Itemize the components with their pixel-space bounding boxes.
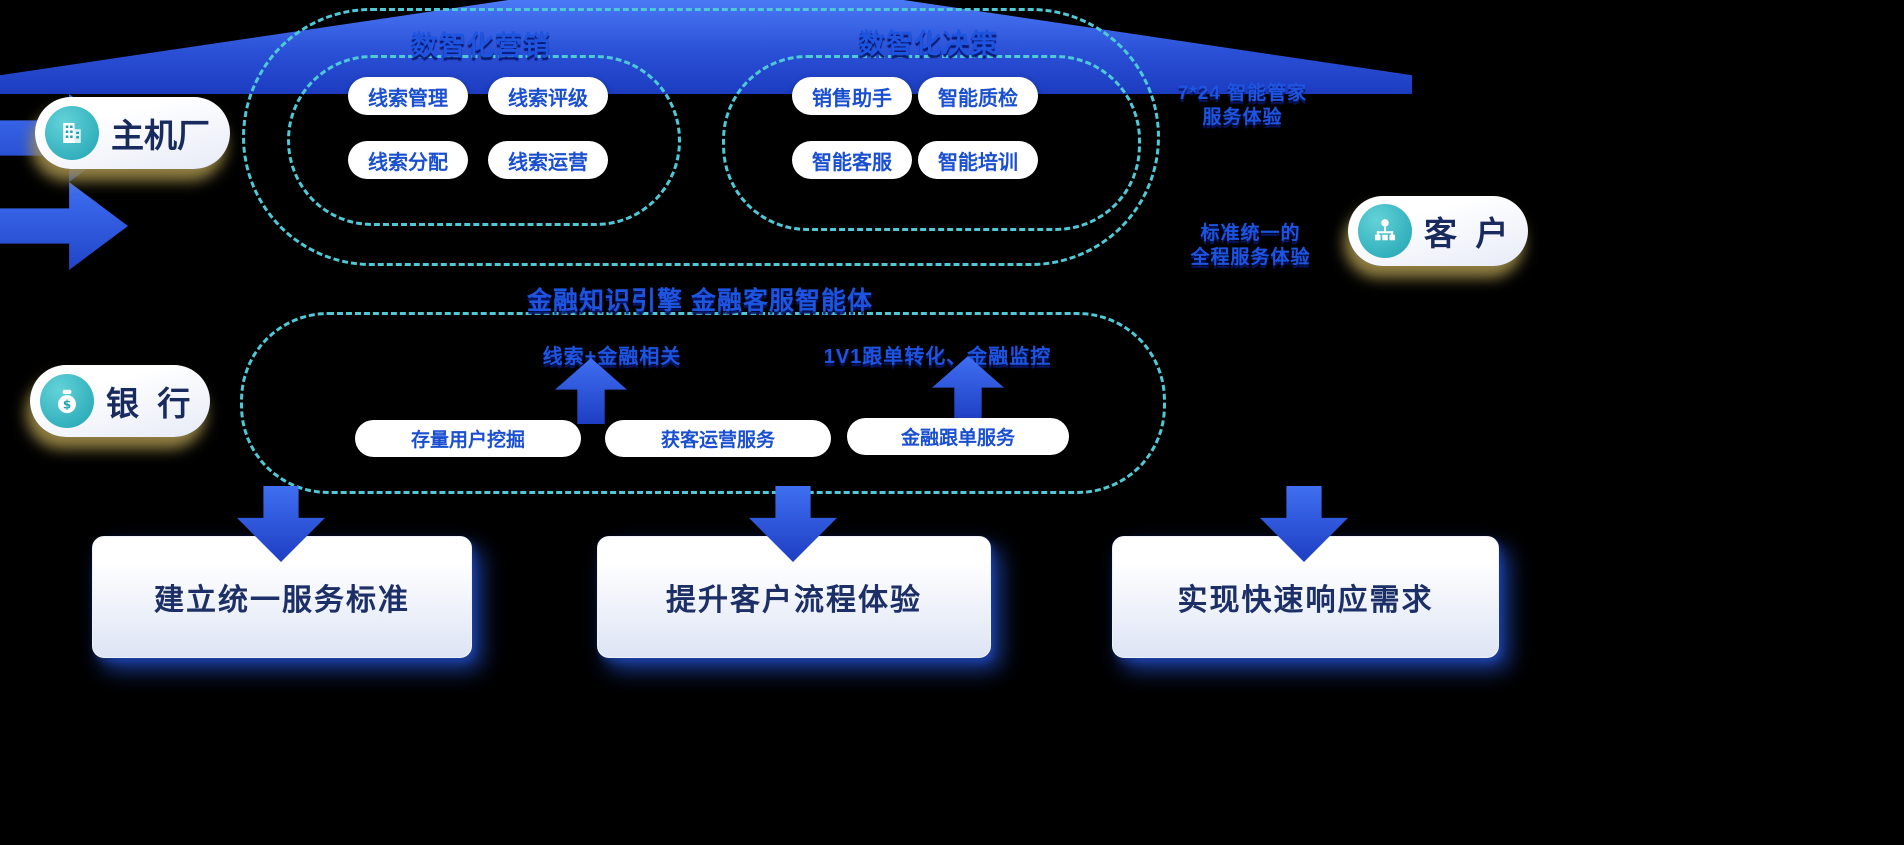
actor-customer: 客 户 [1348,196,1529,266]
right-flow-label-2: 标准统一的 全程服务体验 [1158,222,1343,270]
service-pill: 获客运营服务 [605,420,831,457]
decision-pill: 销售助手 [792,77,912,115]
marketing-pill: 线索运营 [488,141,608,179]
marketing-title: 数智化营销 [411,31,551,61]
right-flow-label-2-line2: 全程服务体验 [1190,247,1311,268]
decision-title: 数智化决策 [858,29,999,59]
actor-customer-label: 客 户 [1424,215,1509,252]
right-flow-label-1-line1: 7*24 智能管家 [1177,83,1308,104]
oem-capability-group [242,8,1160,266]
bank-flow-box [240,312,1166,494]
right-flow-label-1-line2: 服务体验 [1202,107,1283,128]
service-pill: 存量用户挖掘 [355,420,581,457]
decision-pill: 智能质检 [918,77,1038,115]
marketing-pill: 线索分配 [348,141,468,179]
actor-oem: 主机厂 [35,97,230,169]
org-icon [1358,204,1412,258]
marketing-pill: 线索评级 [488,77,608,115]
marketing-pill: 线索管理 [348,77,468,115]
flow-label-left: 线索+金融相关 [542,346,682,368]
right-flow-label-1: 7*24 智能管家 服务体验 [1150,82,1335,130]
decision-pill: 智能客服 [792,141,912,179]
marketing-box [287,55,681,226]
right-arrow [0,182,128,270]
decision-box [722,55,1141,231]
svg-text:$: $ [63,398,71,412]
actor-bank: $ 银 行 [30,365,211,437]
right-flow-label-2-line1: 标准统一的 [1200,223,1301,244]
money-bag-icon: $ [40,374,94,428]
actor-oem-label: 主机厂 [111,117,210,154]
service-pill: 金融跟单服务 [847,418,1069,455]
bottom-card: 提升客户流程体验 [597,536,991,658]
actor-bank-label: 银 行 [106,385,191,422]
decision-pill: 智能培训 [918,141,1038,179]
building-icon [45,106,99,160]
engine-label: 金融知识引擎 金融客服智能体 [527,287,873,315]
flow-label-right: 1V1跟单转化、金融监控 [823,346,1052,368]
